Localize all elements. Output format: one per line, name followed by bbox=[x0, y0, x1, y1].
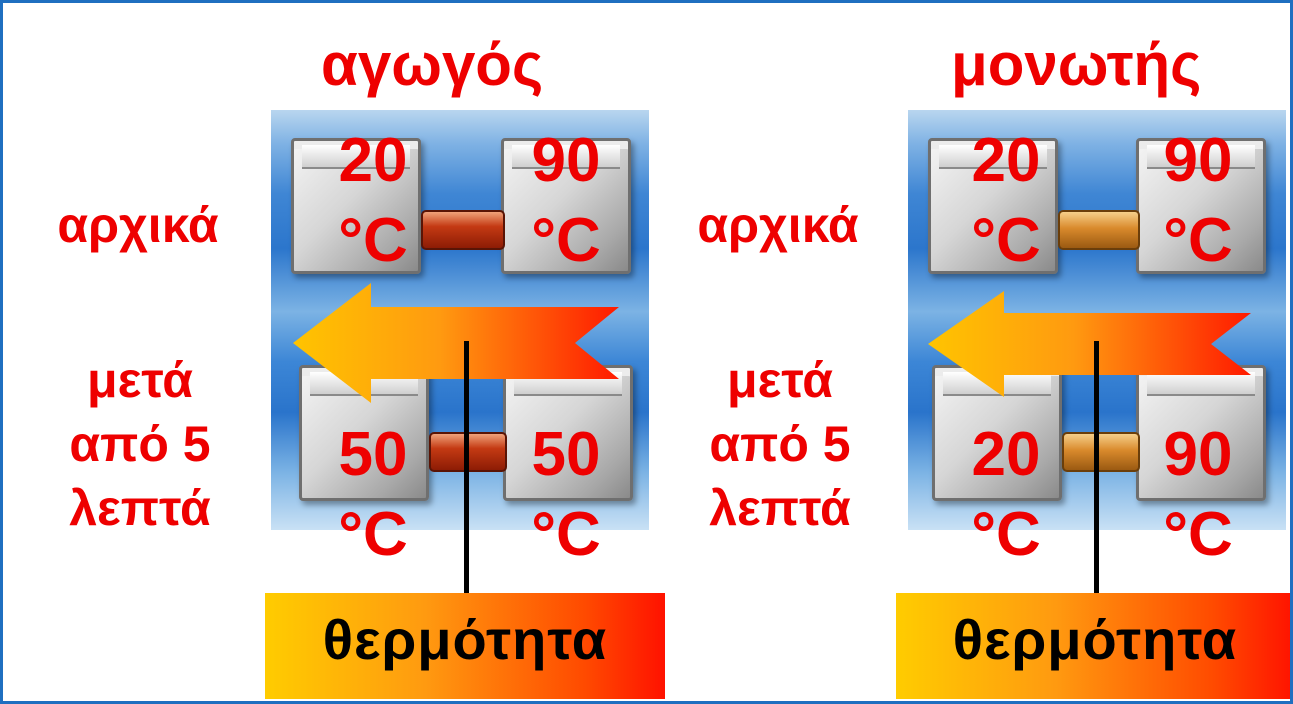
insulator-pointer-line bbox=[1094, 341, 1099, 603]
insulator-heat-label: θερμότητα bbox=[952, 608, 1238, 671]
conductor-initial-rod bbox=[421, 210, 505, 250]
conductor-heat-arrow bbox=[293, 283, 619, 403]
conductor-pointer-line bbox=[464, 341, 469, 603]
insulator-initial-right-temp: 90 °C bbox=[1163, 126, 1233, 275]
insulator-initial-left-block bbox=[928, 138, 1058, 274]
insulator-initial-label: αρχικά bbox=[697, 197, 859, 253]
conductor-heat-bar: θερμότητα bbox=[265, 593, 665, 699]
insulator-initial-right-block bbox=[1136, 138, 1266, 274]
insulator-initial-left-temp: 20 °C bbox=[971, 126, 1041, 275]
conductor-initial-left-temp: 20 °C bbox=[338, 126, 408, 275]
insulator-initial-rod bbox=[1058, 210, 1140, 250]
insulator-title: μονωτής bbox=[951, 31, 1202, 98]
insulator-after-left-temp: 20 °C bbox=[971, 420, 1041, 569]
conductor-after-left-temp: 50 °C bbox=[338, 420, 408, 569]
conductor-initial-right-temp: 90 °C bbox=[531, 126, 601, 275]
insulator-after-right-temp: 90 °C bbox=[1163, 420, 1233, 569]
conductor-after-right-temp: 50 °C bbox=[531, 420, 601, 569]
conductor-after-label: μετά από 5 λεπτά bbox=[69, 352, 211, 536]
conductor-initial-left-block bbox=[291, 138, 421, 274]
insulator-after-rod bbox=[1062, 432, 1140, 472]
conductor-initial-label: αρχικά bbox=[57, 197, 219, 253]
conductor-title: αγωγός bbox=[321, 31, 544, 98]
insulator-after-label: μετά από 5 λεπτά bbox=[709, 352, 851, 536]
conductor-heat-label: θερμότητα bbox=[322, 608, 608, 671]
conductor-panel bbox=[271, 110, 649, 530]
insulator-heat-bar: θερμότητα bbox=[896, 593, 1290, 699]
insulator-heat-arrow bbox=[928, 291, 1251, 397]
conductor-initial-right-block bbox=[501, 138, 631, 274]
